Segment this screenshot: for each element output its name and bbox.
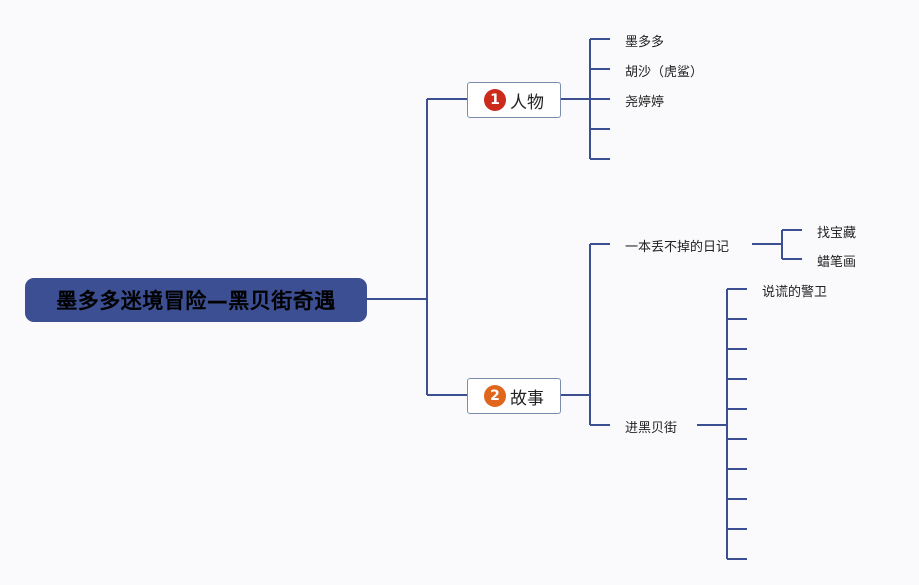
branch-label: 人物: [510, 92, 544, 113]
branch-story[interactable]: 2 故事: [467, 378, 561, 414]
leaf-diary[interactable]: 蜡笔画: [817, 255, 857, 270]
leaf-character[interactable]: 墨多多: [625, 35, 665, 50]
priority-1-icon: 1: [484, 89, 506, 111]
root-title: 墨多多迷境冒险—黑贝街奇遇: [56, 289, 336, 313]
leaf-character[interactable]: 胡沙（虎鲨）: [625, 65, 704, 80]
leaf-diary[interactable]: 找宝藏: [817, 226, 857, 241]
subtopic-diary[interactable]: 一本丢不掉的日记: [625, 240, 730, 255]
branch-label: 故事: [510, 388, 544, 409]
priority-2-icon: 2: [484, 385, 506, 407]
subtopic-enter-street[interactable]: 进黑贝街: [625, 421, 678, 436]
root-node[interactable]: 墨多多迷境冒险—黑贝街奇遇: [25, 278, 367, 322]
leaf-street[interactable]: 说谎的警卫: [762, 285, 828, 300]
leaf-character[interactable]: 尧婷婷: [625, 95, 665, 110]
branch-characters[interactable]: 1 人物: [467, 82, 561, 118]
